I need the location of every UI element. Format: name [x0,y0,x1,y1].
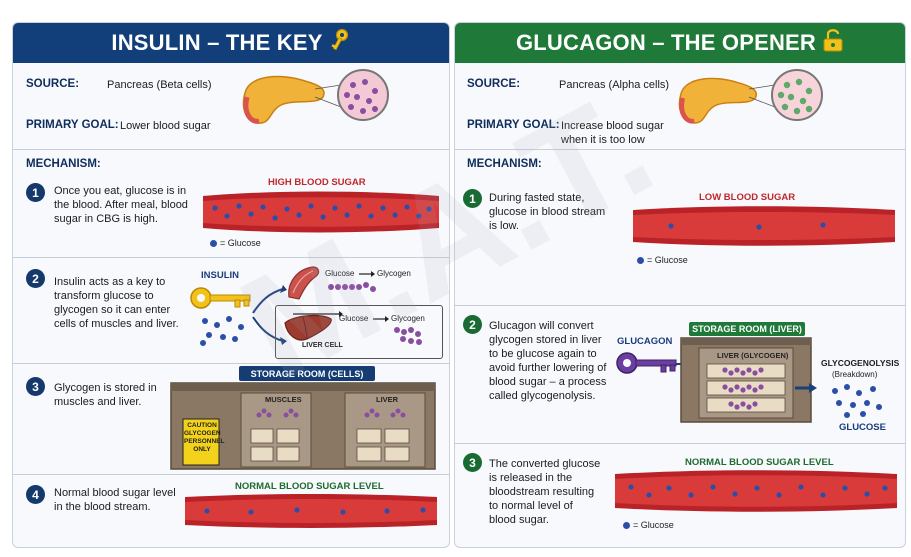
source-value: Pancreas (Beta cells) [107,79,212,91]
key-icon [190,287,251,309]
primary-goal-label: PRIMARY GOAL: [467,119,560,131]
muscles-label: MUSCLES [265,395,302,404]
glycogen-chain-icon [394,327,422,345]
step-3-number: 3 [26,377,45,396]
arrow-icon [373,316,389,322]
step-2-text: Insulin acts as a key to transform gluco… [54,276,179,330]
insulin-title: INSULIN – THE KEY [111,30,323,55]
glucose-legend: = Glucose [637,255,688,265]
liver-label: LIVER [376,395,399,404]
divider [13,363,449,364]
step-1-text: Once you eat, glucose is in the blood. A… [54,185,188,225]
insulin-label: INSULIN [201,270,239,281]
glucagon-panel: GLUCAGON – THE OPENER SOURCE: Pancreas (… [454,22,906,548]
normal-level-label: NORMAL BLOOD SUGAR LEVEL [235,481,384,492]
insulin-header: INSULIN – THE KEY [13,23,449,63]
step-2-number: 2 [463,315,482,334]
glucose-cluster-icon [200,316,244,346]
arrow-icon [359,271,375,277]
muscle-icon [288,266,320,300]
arrow-icon [293,311,343,317]
liver-cell-label: LIVER CELL [302,342,343,349]
divider [455,149,905,150]
step-1-text: During fasted state, glucose in blood st… [489,192,606,232]
glycogen-word: Glycogen [377,269,411,278]
primary-goal-value: Increase blood sugar when it is too low [561,120,664,146]
glycogen-chain-icon [328,282,376,292]
divider [13,474,449,475]
primary-goal-value: Lower blood sugar [120,120,211,132]
glucose-caps-label: GLUCOSE [839,422,886,433]
mechanism-label: MECHANISM: [26,158,101,170]
step-2-number: 2 [26,269,45,288]
cell-magnifier-icon [314,69,389,121]
arrow-icon [795,383,817,393]
primary-goal-label: PRIMARY GOAL: [26,119,119,131]
cell-magnifier-icon [748,69,823,121]
step-4-number: 4 [26,485,45,504]
divider [13,257,449,258]
divider [13,149,449,150]
unlocked-padlock-icon [822,28,844,58]
step-3-text: Glycogen is stored in muscles and liver. [54,382,157,408]
glucose-legend: = Glucose [623,520,674,530]
blood-vessel-high [203,191,439,233]
branch-arrows [252,285,287,345]
storage-cabinet-icon [680,337,812,423]
glucose-cluster-icon [832,384,882,418]
step-4-text: Normal blood sugar level in the blood st… [54,487,176,513]
glycogenolysis-label: GLYCOGENOLYSIS [821,358,900,368]
divider [455,443,905,444]
liver-glycogen-label: LIVER (GLYCOGEN) [717,351,789,360]
step-3-text: The converted glucose is released in the… [489,458,601,526]
liver-cell-box [275,305,443,359]
key-icon [616,352,677,374]
key-icon [329,28,351,58]
source-value: Pancreas (Alpha cells) [559,79,670,91]
source-label: SOURCE: [467,78,521,90]
insulin-panel: INSULIN – THE KEY SOURCE: Pancreas (Beta… [12,22,450,548]
normal-level-label: NORMAL BLOOD SUGAR LEVEL [685,457,834,468]
glucagon-title: GLUCAGON – THE OPENER [515,30,816,55]
breakdown-label: (Breakdown) [832,370,878,379]
storage-room-cells-label: STORAGE ROOM (CELLS) [239,366,375,381]
blood-vessel-normal [185,494,437,528]
storage-room-liver-label: STORAGE ROOM (LIVER) [689,322,805,336]
glucose-word: Glucose [339,314,369,323]
glucagon-label: GLUCAGON [617,336,673,347]
blood-vessel-low [633,206,895,246]
step-1-number: 1 [463,189,482,208]
glucagon-header: GLUCAGON – THE OPENER [455,23,905,63]
liver-icon [284,314,332,341]
step-2-text: Glucagon will convert glycogen stored in… [489,320,607,402]
divider [455,305,905,306]
glucose-dot-icon [637,256,644,264]
pancreas-icon [242,75,325,124]
glucose-dot-icon [623,521,630,529]
high-blood-sugar-label: HIGH BLOOD SUGAR [268,177,366,188]
glucose-word: Glucose [325,269,355,278]
step-3-number: 3 [463,453,482,472]
glucose-legend: = Glucose [210,238,261,248]
blood-vessel-normal [615,470,897,512]
pancreas-icon [678,77,757,124]
caution-sign: CAUTION GLYCOGEN PERSONNEL ONLY [184,422,225,453]
mechanism-label: MECHANISM: [467,158,542,170]
glycogen-word: Glycogen [391,314,425,323]
source-label: SOURCE: [26,78,80,90]
low-blood-sugar-label: LOW BLOOD SUGAR [699,192,796,203]
step-1-number: 1 [26,183,45,202]
glucose-dot-icon [210,239,217,247]
storage-cabinet-icon [170,382,436,470]
